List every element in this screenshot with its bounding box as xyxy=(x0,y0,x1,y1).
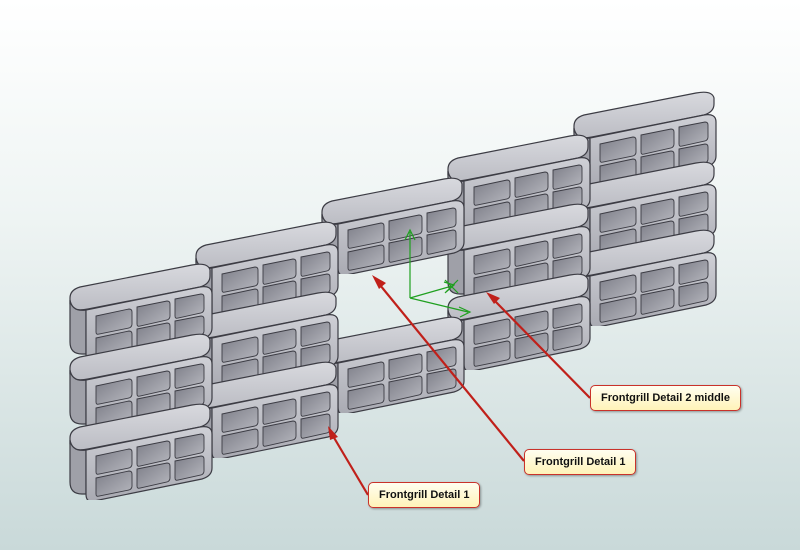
leader-arrow-detail-2-middle xyxy=(486,292,591,399)
callout-frontgrill-detail-1-upper[interactable]: Frontgrill Detail 1 xyxy=(524,449,637,475)
grill-block-r3c3[interactable] xyxy=(321,316,465,414)
coordinate-triad-icon xyxy=(404,228,472,318)
grill-block-r1c3[interactable] xyxy=(321,177,465,275)
callout-frontgrill-detail-2-middle[interactable]: Frontgrill Detail 2 middle xyxy=(590,385,741,411)
leader-arrow-detail-1-upper xyxy=(372,275,525,462)
callout-frontgrill-detail-1-lower[interactable]: Frontgrill Detail 1 xyxy=(368,482,481,508)
leader-arrow-detail-1-lower xyxy=(328,426,369,496)
